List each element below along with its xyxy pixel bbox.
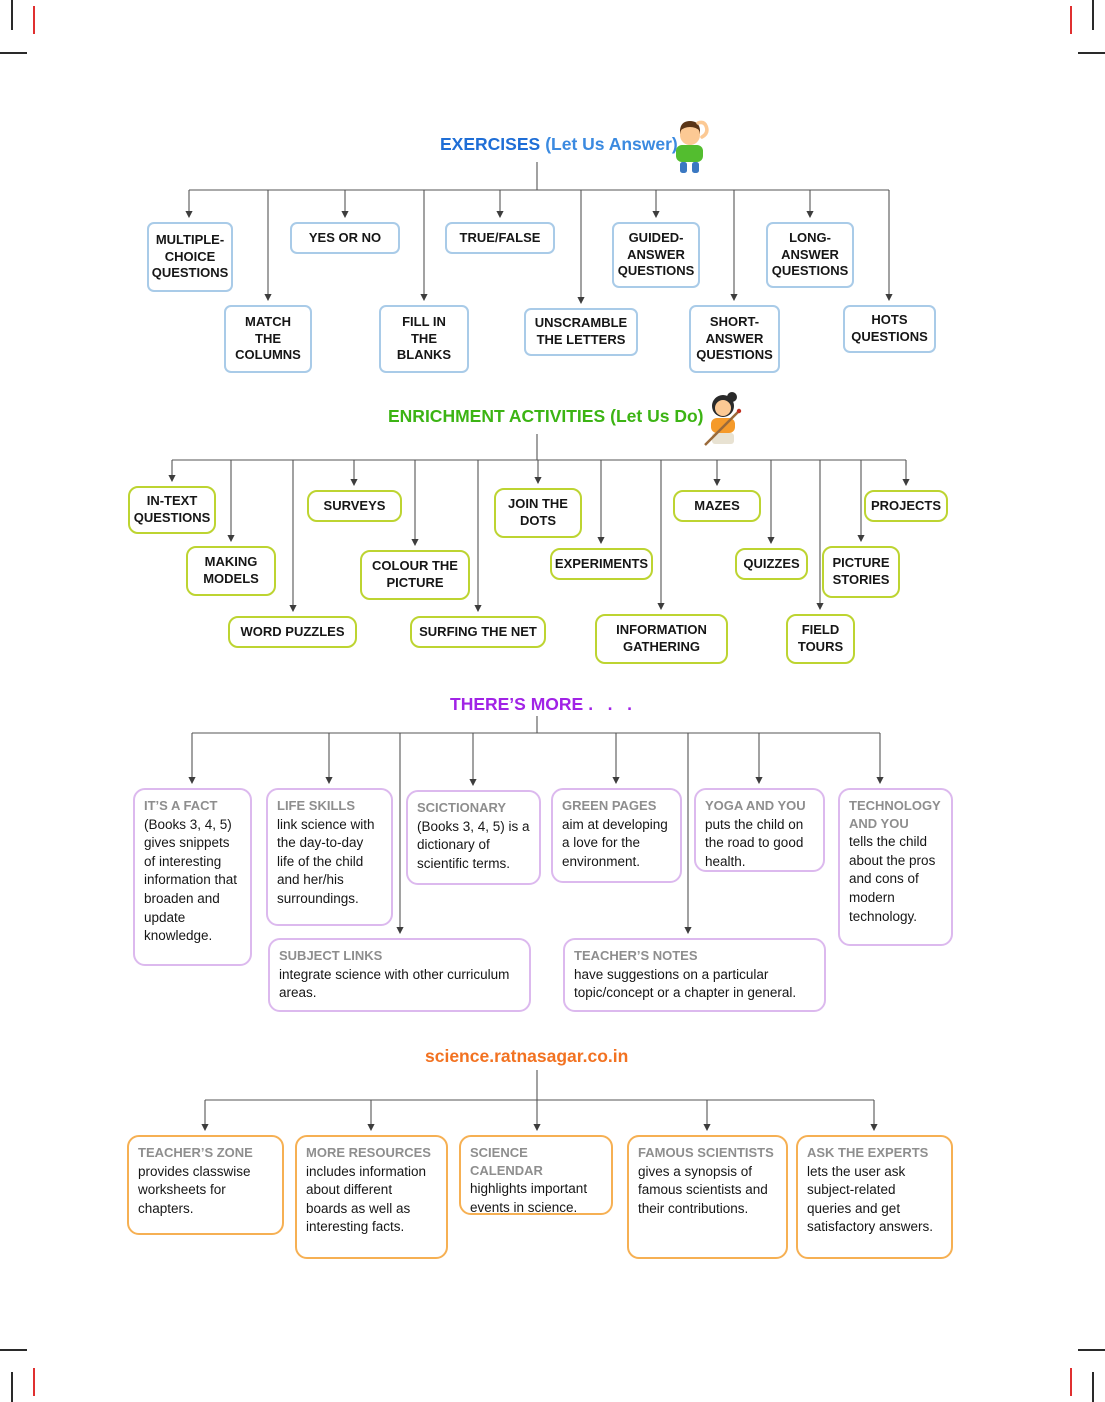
enrichment-subtitle: (Let Us Do) — [610, 406, 704, 426]
activity-box-quizzes: QUIZZES — [735, 548, 808, 580]
activity-box-in-text-questions: IN-TEXT QUESTIONS — [128, 486, 216, 534]
more-box-text: (Books 3, 4, 5) is a dictionary of scien… — [417, 818, 530, 871]
more-box-text: puts the child on the road to good healt… — [705, 816, 804, 869]
exercise-box-match-the-columns: MATCH THE COLUMNS — [224, 305, 312, 373]
activity-box-field-tours: FIELD TOURS — [786, 614, 855, 664]
website-box-text: provides classwise worksheets for chapte… — [138, 1163, 251, 1216]
thinking-boy-icon — [676, 120, 709, 173]
website-box-ask-the-experts: ASK THE EXPERTS lets the user ask subjec… — [796, 1135, 953, 1259]
enrichment-title: ENRICHMENT ACTIVITIES — [388, 406, 606, 426]
more-box-text: aim at developing a love for the environ… — [562, 816, 668, 869]
activity-box-making-models: MAKING MODELS — [186, 546, 276, 596]
theres-more-heading: THERE’S MORE. . . — [450, 694, 632, 715]
crop-mark — [1070, 1368, 1072, 1396]
more-box-technology-and-you: TECHNOLOGY AND YOU tells the child about… — [838, 788, 953, 946]
exercise-box-long-answer-questions: LONG- ANSWER QUESTIONS — [766, 222, 854, 288]
crop-mark — [0, 52, 27, 54]
more-box-title: TECHNOLOGY AND YOU — [849, 798, 941, 831]
activity-box-surfing-the-net: SURFING THE NET — [410, 616, 546, 648]
website-box-title: ASK THE EXPERTS — [807, 1145, 929, 1160]
website-box-title: TEACHER’S ZONE — [138, 1145, 253, 1160]
exercises-subtitle: (Let Us Answer) — [545, 134, 678, 154]
activity-box-picture-stories: PICTURE STORIES — [822, 546, 900, 598]
activity-box-join-the-dots: JOIN THE DOTS — [494, 488, 582, 538]
website-box-title: SCIENCE CALENDAR — [470, 1145, 543, 1178]
crop-mark — [33, 6, 35, 34]
website-title: science.ratnasagar.co.in — [425, 1046, 629, 1066]
activity-box-projects: PROJECTS — [864, 490, 948, 522]
crop-mark — [1070, 6, 1072, 34]
exercise-box-true-false: TRUE/FALSE — [445, 222, 555, 254]
crop-mark — [11, 1372, 13, 1402]
crop-mark — [1092, 0, 1094, 30]
exercise-box-fill-in-the-blanks: FILL IN THE BLANKS — [379, 305, 469, 373]
more-box-text: (Books 3, 4, 5) gives snippets of intere… — [144, 816, 238, 944]
website-box-famous-scientists: FAMOUS SCIENTISTS gives a synopsis of fa… — [627, 1135, 788, 1259]
website-box-science-calendar: SCIENCE CALENDAR highlights important ev… — [459, 1135, 613, 1215]
exercise-box-guided-answer-questions: GUIDED- ANSWER QUESTIONS — [612, 222, 700, 288]
more-box-title: SCICTIONARY — [417, 800, 507, 815]
crop-mark — [1078, 1349, 1105, 1351]
more-box-scictionary: SCICTIONARY (Books 3, 4, 5) is a diction… — [406, 790, 541, 885]
activity-box-word-puzzles: WORD PUZZLES — [228, 616, 357, 648]
theres-more-dots: . . . — [588, 694, 632, 714]
crop-mark — [1092, 1372, 1094, 1402]
exercise-box-multiple-choice-questions: MULTIPLE- CHOICE QUESTIONS — [147, 222, 233, 292]
exercise-box-yes-or-no: YES OR NO — [290, 222, 400, 254]
website-box-more-resources: MORE RESOURCES includes information abou… — [295, 1135, 448, 1259]
crop-mark — [0, 1349, 27, 1351]
crop-mark — [11, 0, 13, 30]
more-box-its-a-fact: IT’S A FACT (Books 3, 4, 5) gives snippe… — [133, 788, 252, 966]
website-box-text: highlights important events in science. — [470, 1181, 588, 1215]
activity-box-mazes: MAZES — [673, 490, 761, 522]
website-heading: science.ratnasagar.co.in — [425, 1046, 628, 1067]
more-box-text: link science with the day-to-day life of… — [277, 816, 375, 907]
website-box-title: FAMOUS SCIENTISTS — [638, 1145, 774, 1160]
exercise-box-unscramble-the-letters: UNSCRAMBLE THE LETTERS — [524, 308, 638, 356]
crop-mark — [33, 1368, 35, 1396]
exercises-title: EXERCISES — [440, 134, 541, 154]
more-box-title: IT’S A FACT — [144, 798, 218, 813]
more-box-subject-links: SUBJECT LINKS integrate science with oth… — [268, 938, 531, 1012]
website-box-text: gives a synopsis of famous scientists an… — [638, 1163, 768, 1216]
more-box-title: SUBJECT LINKS — [279, 948, 383, 963]
more-box-text: tells the child about the pros and cons … — [849, 834, 936, 924]
more-box-title: LIFE SKILLS — [277, 798, 355, 813]
website-box-text: includes information about different boa… — [306, 1163, 427, 1235]
more-box-text: have suggestions on a particular topic/c… — [574, 966, 797, 1001]
activity-box-information-gathering: INFORMATION GATHERING — [595, 614, 728, 664]
website-box-teachers-zone: TEACHER’S ZONE provides classwise worksh… — [127, 1135, 284, 1235]
website-box-text: lets the user ask subject-related querie… — [807, 1163, 934, 1235]
exercise-box-hots-questions: HOTS QUESTIONS — [843, 305, 936, 353]
more-box-yoga-and-you: YOGA AND YOU puts the child on the road … — [694, 788, 825, 872]
activity-box-experiments: EXPERIMENTS — [550, 548, 653, 580]
crop-mark — [1078, 52, 1105, 54]
more-box-title: TEACHER’S NOTES — [574, 948, 698, 963]
activity-box-surveys: SURVEYS — [307, 490, 402, 522]
activity-box-colour-the-picture: COLOUR THE PICTURE — [360, 550, 470, 600]
more-box-life-skills: LIFE SKILLS link science with the day-to… — [266, 788, 393, 926]
website-box-title: MORE RESOURCES — [306, 1145, 431, 1160]
more-box-green-pages: GREEN PAGES aim at developing a love for… — [551, 788, 682, 883]
more-box-text: integrate science with other curriculum … — [279, 966, 510, 1001]
exercise-box-short-answer-questions: SHORT- ANSWER QUESTIONS — [689, 305, 780, 373]
painting-girl-icon — [704, 392, 742, 446]
theres-more-title: THERE’S MORE — [450, 694, 584, 714]
exercises-heading: EXERCISES(Let Us Answer) — [440, 134, 678, 155]
more-box-teachers-notes: TEACHER’S NOTES have suggestions on a pa… — [563, 938, 826, 1012]
more-box-title: GREEN PAGES — [562, 798, 657, 813]
enrichment-heading: ENRICHMENT ACTIVITIES(Let Us Do) — [388, 406, 703, 427]
more-box-title: YOGA AND YOU — [705, 798, 806, 813]
